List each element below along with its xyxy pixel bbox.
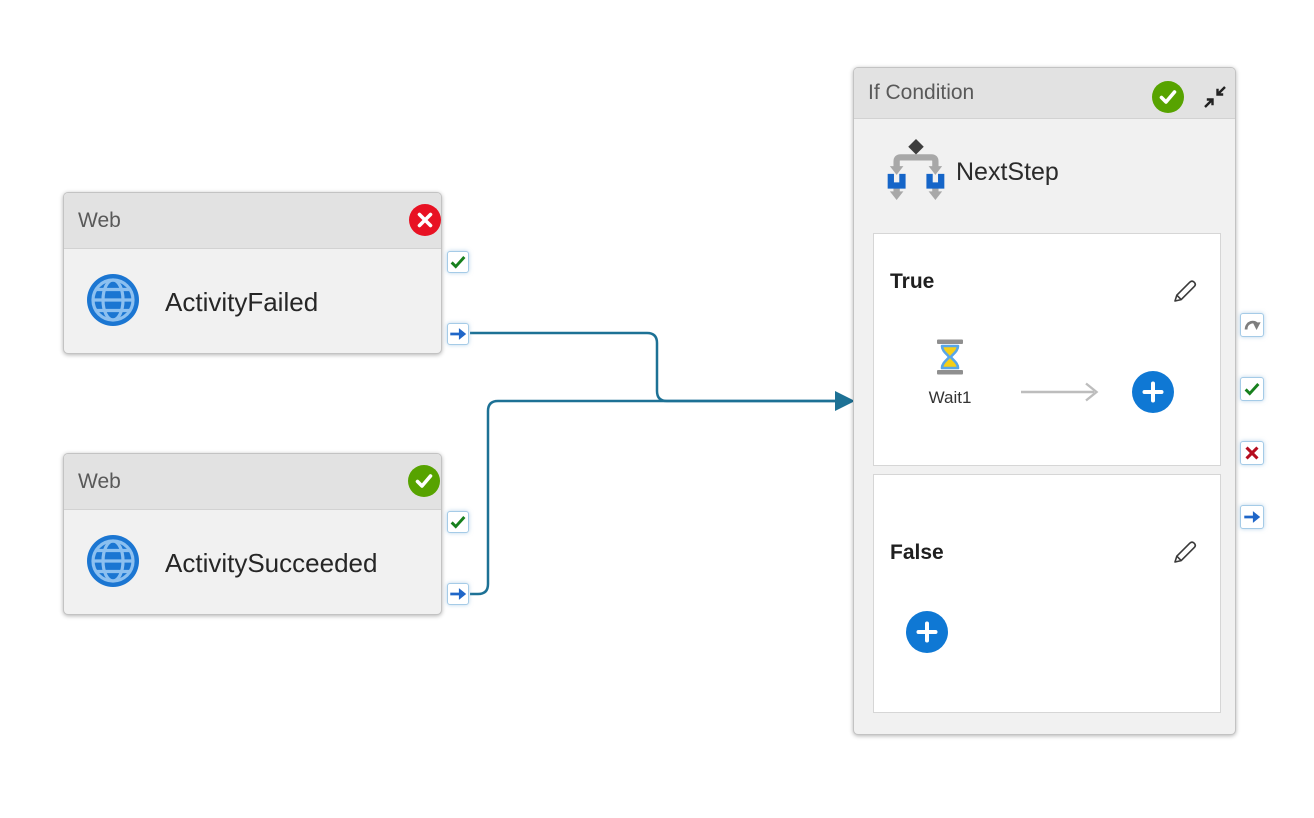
activity-header: If Condition: [854, 68, 1235, 119]
activity-box[interactable]: If Condition: [853, 67, 1236, 735]
activity-box[interactable]: Web: [63, 192, 442, 354]
activity-node-if-condition[interactable]: If Condition: [853, 67, 1264, 735]
arrow-right-icon: [450, 588, 467, 600]
port-completion[interactable]: [1240, 505, 1264, 529]
true-branch-panel[interactable]: True: [873, 233, 1221, 466]
edit-false-branch-button[interactable]: [1170, 537, 1200, 567]
curved-arrow-icon: [1244, 320, 1261, 330]
add-activity-true-button[interactable]: [1132, 371, 1174, 413]
arrow-right-icon: [450, 328, 467, 340]
x-icon: [1245, 446, 1259, 460]
activity-body: ActivitySucceeded: [64, 510, 441, 616]
check-icon: [1244, 383, 1260, 396]
port-succeeded[interactable]: [447, 511, 469, 533]
port-succeeded[interactable]: [1240, 377, 1264, 401]
port-completion[interactable]: [447, 323, 469, 345]
edit-true-branch-button[interactable]: [1170, 276, 1200, 306]
false-branch-label: False: [890, 541, 944, 564]
pencil-icon: [1174, 280, 1197, 302]
activity-type-label: Web: [78, 208, 121, 232]
collapse-button[interactable]: [1201, 83, 1229, 111]
activity-name: ActivitySucceeded: [165, 547, 378, 578]
wait-activity-name: Wait1: [928, 388, 972, 407]
port-skipped[interactable]: [1240, 313, 1264, 337]
activity-type-label: Web: [78, 469, 121, 493]
port-succeeded[interactable]: [447, 251, 469, 273]
status-succeeded-icon: [1152, 81, 1184, 113]
wait-activity-node[interactable]: Wait1: [914, 338, 986, 408]
activity-header: Web: [64, 454, 441, 510]
collapse-arrows-icon: [1204, 86, 1226, 108]
activity-type-label: If Condition: [868, 81, 975, 104]
plus-icon: [1132, 371, 1174, 413]
flow-arrow-icon: [1020, 380, 1110, 409]
activity-box[interactable]: Web: [63, 453, 442, 615]
if-condition-icon: [884, 139, 948, 206]
port-failed[interactable]: [1240, 441, 1264, 465]
edge-activityfailed-to-nextstep[interactable]: [470, 331, 836, 403]
activity-name: ActivityFailed: [165, 286, 319, 317]
arrow-right-icon: [1244, 511, 1261, 523]
globe-icon: [86, 273, 140, 332]
activity-body: ActivityFailed: [64, 249, 441, 355]
edge-activitysucceeded-to-nextstep[interactable]: [470, 399, 836, 596]
activity-node-web-failed[interactable]: Web: [63, 192, 469, 354]
hourglass-icon: [933, 338, 967, 381]
plus-icon: [906, 611, 948, 653]
activity-header: Web: [64, 193, 441, 249]
status-failed-icon: [409, 204, 441, 236]
check-icon: [450, 256, 466, 269]
if-activity-title-row: NextStep: [884, 139, 1059, 206]
edge-arrowhead-icon: [835, 391, 855, 411]
true-branch-label: True: [890, 270, 935, 293]
false-branch-panel[interactable]: False: [873, 474, 1221, 713]
globe-icon: [86, 534, 140, 593]
pencil-icon: [1174, 541, 1197, 563]
check-icon: [450, 516, 466, 529]
status-succeeded-icon: [408, 465, 440, 497]
activity-name: NextStep: [956, 158, 1059, 186]
port-completion[interactable]: [447, 583, 469, 605]
add-activity-false-button[interactable]: [906, 611, 948, 653]
activity-node-web-succeeded[interactable]: Web: [63, 453, 469, 615]
